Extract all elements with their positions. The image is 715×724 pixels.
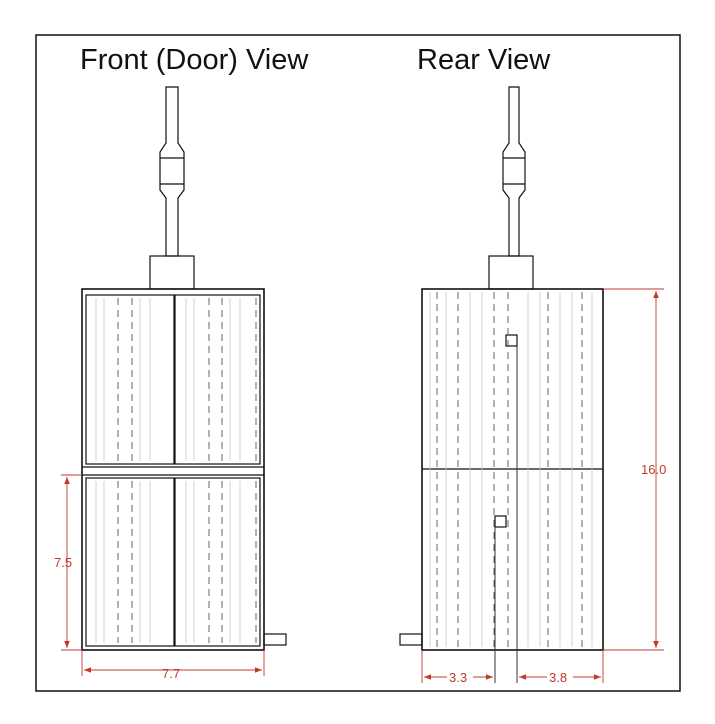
rear-height-dimension [603, 288, 664, 651]
front-door-lower-right [174, 477, 261, 647]
rear-port-lower [494, 515, 507, 528]
rear-mast [502, 86, 526, 257]
front-pedestal [149, 255, 195, 290]
front-width-label: 7.7 [162, 666, 180, 681]
front-mast [159, 86, 185, 257]
rear-view [399, 86, 604, 651]
drawing-border [35, 34, 681, 692]
front-width-dimension [81, 650, 265, 676]
rear-left-offset-label: 3.3 [449, 670, 467, 685]
front-door-lower-left [85, 477, 175, 647]
rear-pedestal [488, 255, 534, 290]
front-door-upper-right [174, 294, 261, 465]
rear-panel-pattern [429, 292, 593, 683]
front-foot [263, 633, 287, 646]
front-cabinet [81, 288, 265, 651]
rear-foot [399, 633, 423, 646]
rear-right-offset-label: 3.8 [549, 670, 567, 685]
front-door-pattern [95, 298, 257, 643]
front-view [81, 86, 287, 651]
front-door-upper-left [85, 294, 175, 465]
front-height-label: 7.5 [54, 555, 72, 570]
front-height-dimension [61, 474, 82, 651]
rear-view-title: Rear View [417, 44, 551, 76]
front-view-title: Front (Door) View [80, 44, 309, 76]
rear-height-label: 16.0 [641, 462, 666, 477]
rear-port-upper [505, 334, 518, 347]
